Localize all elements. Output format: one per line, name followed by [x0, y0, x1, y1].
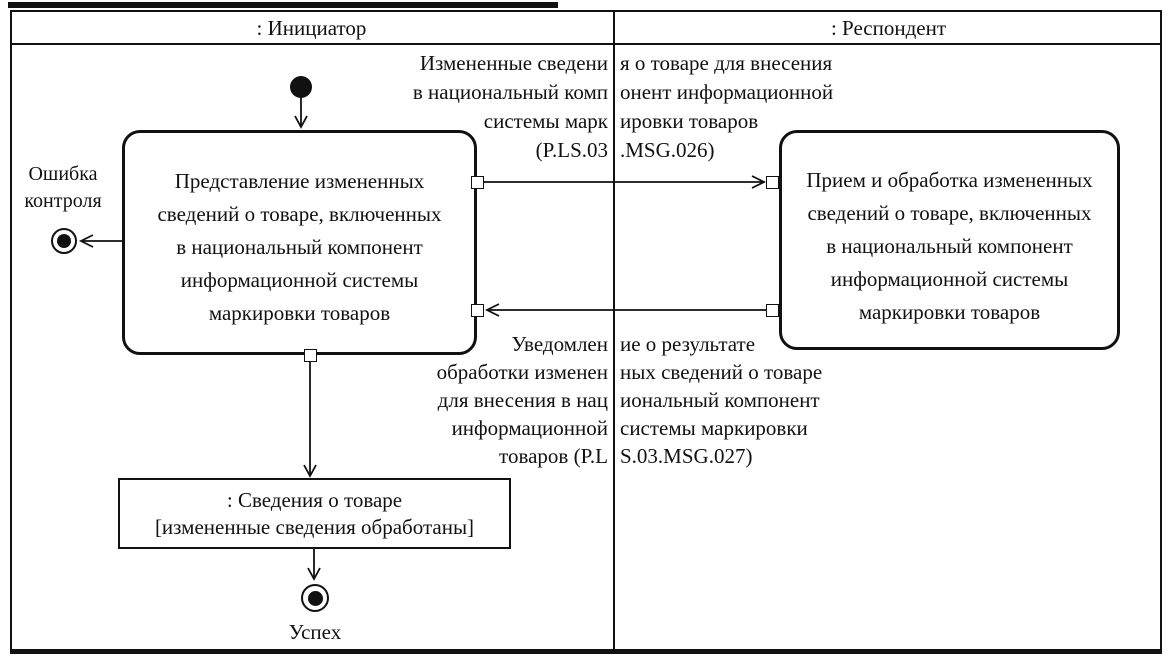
lane-header-respondent: : Респондент [830, 16, 947, 40]
message-fragment: я о товаре для внесения [620, 51, 833, 75]
activity-receive-process-changed-goods-info: Прием и обработка измененных сведений о … [779, 130, 1120, 350]
message-line: (P.LS.03 .MSG.026) [334, 136, 894, 165]
message-fragment: онент информационной [620, 80, 834, 104]
message-line: для внесения в нац иональный компонент [334, 386, 894, 414]
final-node-dot [307, 590, 323, 606]
request-message-label: Измененные сведени я о товаре для внесен… [334, 49, 894, 165]
bottom-pin-left-activity [304, 349, 317, 362]
input-pin-left-activity [471, 304, 484, 317]
message-fragment: товаров (P.L [499, 444, 608, 468]
diagram-frame [10, 10, 1162, 654]
message-fragment: в национальный комп [412, 80, 608, 104]
object-node-title: : Сведения о товаре [226, 487, 403, 512]
message-fragment: ных сведений о товаре [620, 360, 823, 384]
message-fragment: ировки товаров [620, 109, 759, 133]
message-fragment: S.03.MSG.027) [620, 444, 753, 468]
activity-text-line: маркировки товаров [208, 301, 391, 325]
message-fragment: иональный компонент [620, 388, 820, 412]
response-message-label: Уведомлен ие о результате обработки изме… [334, 330, 894, 470]
error-exit-label-line: контроля [24, 190, 102, 212]
message-fragment: .MSG.026) [620, 138, 715, 162]
input-pin-right-activity [766, 176, 779, 189]
error-exit-label: Ошибка контроля [4, 161, 122, 215]
lane-divider [613, 10, 615, 654]
object-node-state: [измененные сведения обработаны] [154, 514, 475, 539]
activity-text-line: Прием и обработка измененных [806, 167, 1093, 192]
message-line: товаров (P.L S.03.MSG.027) [334, 442, 894, 470]
initial-node-icon [290, 76, 312, 98]
activity-text-line: сведений о товаре, включенных [157, 202, 442, 226]
activity-text-line: Представление измененных [174, 169, 425, 193]
activity-text-line: в национальный компонент [176, 235, 423, 259]
activity-text-line: сведений о товаре, включенных [807, 200, 1092, 225]
message-line: Измененные сведени я о товаре для внесен… [334, 49, 894, 78]
output-pin-left-activity [471, 176, 484, 189]
final-node-success-icon [301, 584, 329, 612]
lane-header-separator [10, 43, 1162, 45]
activity-text-line: маркировки товаров [858, 299, 1041, 324]
message-line: в национальный комп онент информационной [334, 78, 894, 107]
error-exit-label-line: Ошибка [28, 163, 98, 185]
message-line: обработки изменен ных сведений о товаре [334, 358, 894, 386]
output-pin-right-activity [766, 304, 779, 317]
top-rule-line [8, 2, 558, 8]
message-fragment: обработки изменен [436, 360, 608, 384]
message-fragment: для внесения в нац [437, 388, 608, 412]
message-line: системы марк ировки товаров [334, 107, 894, 136]
final-node-dot [57, 234, 71, 248]
activity-present-changed-goods-info: Представление измененных сведений о това… [122, 130, 477, 355]
message-fragment: ие о результате [620, 332, 756, 356]
activity-text-line: в национальный компонент [826, 233, 1073, 258]
activity-text-line: информационной системы [830, 266, 1069, 291]
lane-header-initiator: : Инициатор [256, 16, 367, 40]
message-fragment: (P.LS.03 [535, 138, 608, 162]
message-fragment: системы маркировки [620, 416, 808, 440]
object-node-goods-info: : Сведения о товаре [измененные сведения… [118, 478, 511, 549]
message-fragment: информационной [451, 416, 608, 440]
message-fragment: Измененные сведени [419, 51, 608, 75]
final-node-error-icon [51, 228, 77, 254]
activity-text-line: информационной системы [180, 268, 419, 292]
success-exit-label: Успех [288, 620, 342, 644]
message-line: информационной системы маркировки [334, 414, 894, 442]
message-fragment: Уведомлен [511, 332, 608, 356]
message-line: Уведомлен ие о результате [334, 330, 894, 358]
message-fragment: системы марк [483, 109, 608, 133]
